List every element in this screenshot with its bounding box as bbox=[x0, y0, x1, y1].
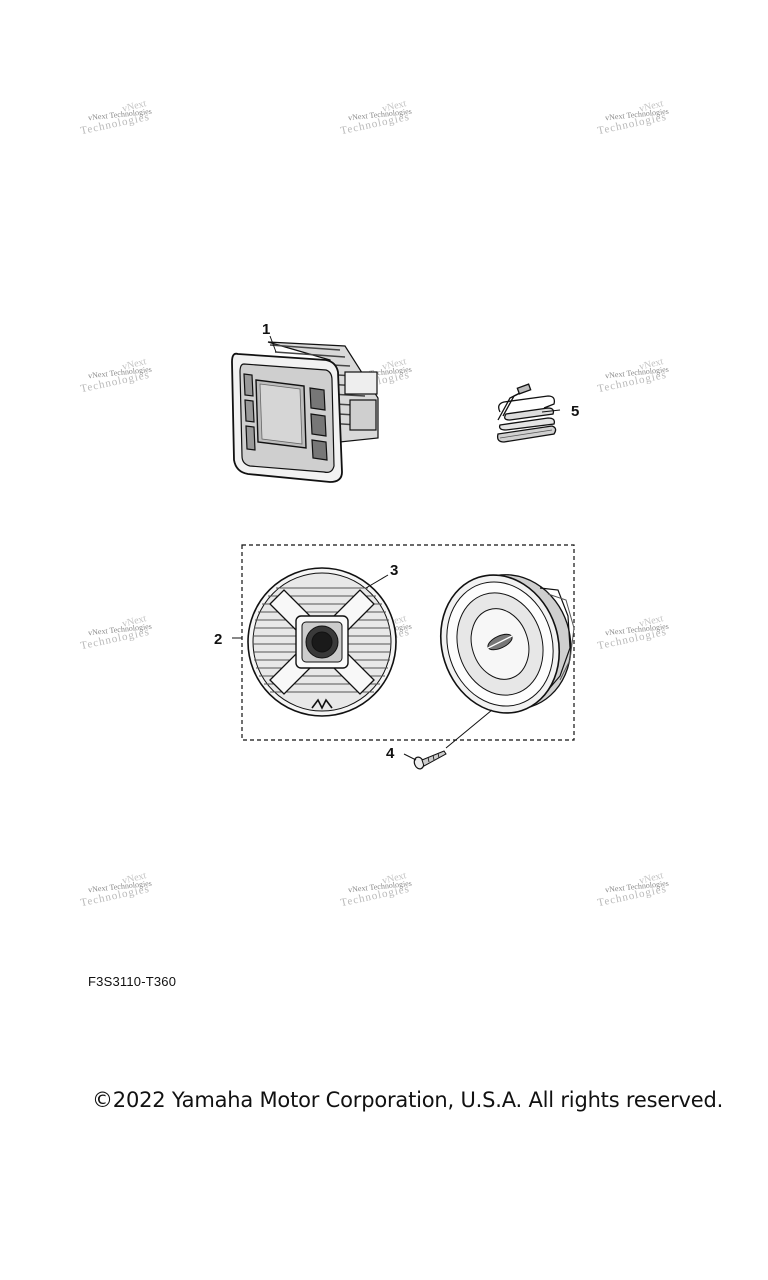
callout-5: 5 bbox=[571, 403, 579, 420]
wire-harness[interactable] bbox=[496, 383, 557, 443]
stereo-head-unit[interactable] bbox=[231, 341, 379, 483]
copyright-notice: ©2022 Yamaha Motor Corporation, U.S.A. A… bbox=[92, 1088, 724, 1112]
speaker-grille[interactable] bbox=[247, 567, 397, 717]
mounting-screw[interactable] bbox=[413, 750, 447, 770]
marine-speaker[interactable] bbox=[423, 559, 588, 729]
leader-lines bbox=[232, 335, 561, 761]
callout-1: 1 bbox=[262, 321, 270, 338]
callout-3: 3 bbox=[390, 562, 398, 579]
callout-4: 4 bbox=[386, 745, 395, 762]
callout-2: 2 bbox=[214, 631, 222, 648]
diagram-code: F3S3110-T360 bbox=[88, 974, 177, 989]
speaker-assembly-outline bbox=[241, 544, 575, 741]
